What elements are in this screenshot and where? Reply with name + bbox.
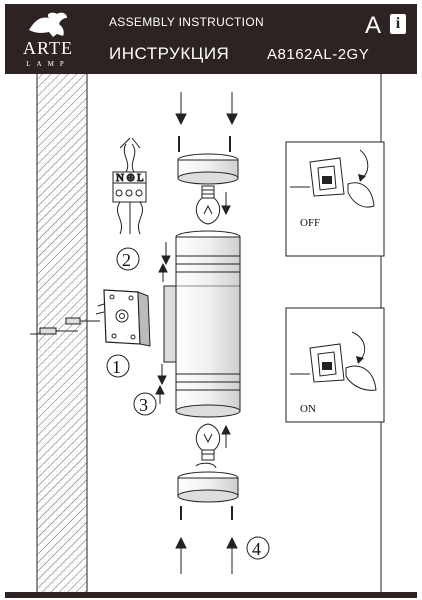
top-cap [177, 153, 239, 185]
info-icon: i [390, 14, 406, 34]
assembly-diagram: N ⊕ L 1 2 3 4 [30, 74, 385, 592]
terminal-label-live: L [137, 172, 144, 184]
title-english: ASSEMBLY INSTRUCTION [109, 15, 264, 29]
title-russian: ИНСТРУКЦИЯ [109, 44, 230, 63]
top-arrows [175, 92, 238, 152]
mounting-bracket [95, 289, 151, 347]
terminal-label-neutral: N [116, 172, 124, 184]
terminal-label-ground: ⊕ [126, 172, 135, 184]
bottom-bulb-icon [195, 423, 231, 469]
step-3-marker: 3 [133, 392, 157, 416]
brand-logo: ARTE LAMP [13, 8, 83, 72]
switch-off-panel: OFF [285, 141, 385, 257]
step-1-marker: 1 [106, 354, 130, 378]
griffin-logo-icon [29, 12, 67, 37]
bottom-cap [177, 471, 239, 503]
model-number: A8162AL-2GY [267, 46, 370, 63]
lamp-body [163, 230, 241, 418]
brand-subtitle: LAMP [26, 60, 70, 68]
step-2-arrows [158, 242, 171, 282]
step-1-number: 1 [112, 357, 121, 377]
wire-terminal: N ⊕ L [112, 137, 147, 235]
header-bar: ARTE LAMP ASSEMBLY INSTRUCTION ИНСТРУКЦИ… [5, 4, 417, 74]
step-3-arrows [155, 364, 167, 404]
wall-screws [30, 317, 100, 335]
brand-name: ARTE [23, 38, 73, 58]
top-bulb-icon [195, 185, 231, 225]
step-4-marker: 4 [246, 536, 270, 560]
language-marker: A [365, 12, 382, 39]
step-4-number: 4 [252, 539, 261, 559]
step-2-number: 2 [122, 250, 131, 270]
step-2-marker: 2 [116, 247, 140, 271]
step-3-number: 3 [139, 395, 148, 415]
bottom-arrows [175, 506, 238, 574]
switch-on-label: ON [300, 403, 316, 415]
footer-bar [5, 592, 417, 598]
switch-off-label: OFF [300, 217, 320, 229]
switch-on-panel: ON [285, 307, 385, 423]
wall-section [36, 74, 382, 592]
